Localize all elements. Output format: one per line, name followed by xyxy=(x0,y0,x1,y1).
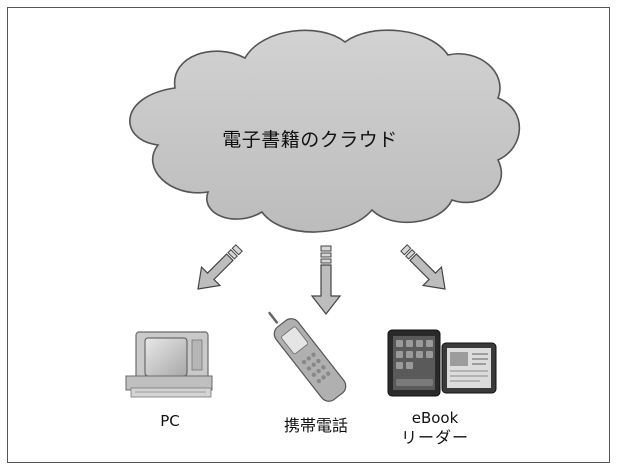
arrow-to-phone xyxy=(310,245,342,315)
ebook-label-line2: リーダー xyxy=(400,428,469,447)
cloud-label: 電子書籍のクラウド xyxy=(222,129,398,151)
arrow-to-ebook xyxy=(400,244,446,290)
tablet-ereader-icon xyxy=(387,329,497,397)
ebook-reader-label: eBook リーダー xyxy=(380,409,490,447)
pc-label: PC xyxy=(160,412,180,430)
arrow-to-pc xyxy=(197,244,243,290)
diagram-frame xyxy=(7,7,610,463)
desktop-pc-icon xyxy=(125,331,213,398)
mobile-phone-label: 携帯電話 xyxy=(283,416,348,435)
ebook-label-line1: eBook xyxy=(411,409,459,427)
mobile-phone-icon xyxy=(268,311,347,402)
cloud-shape xyxy=(129,29,521,233)
